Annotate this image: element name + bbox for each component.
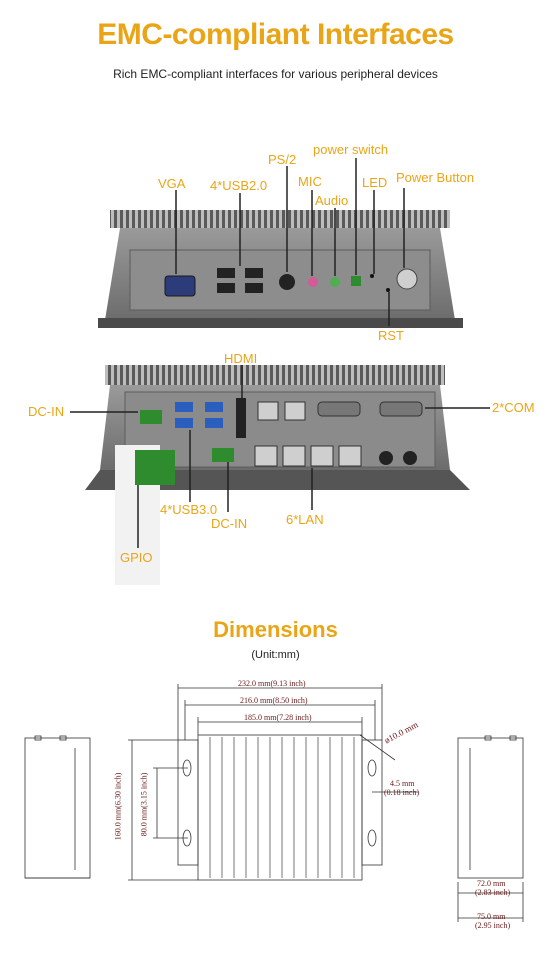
- lan-port-5: [310, 445, 334, 467]
- dim-height: 160.0 mm(6.30 inch): [113, 772, 123, 841]
- dimensions-unit: (Unit:mm): [251, 649, 300, 661]
- label-power-button: Power Button: [396, 170, 475, 185]
- power-switch-connector: [351, 276, 361, 286]
- dimensions-title: Dimensions: [213, 617, 338, 642]
- label-vga: VGA: [158, 176, 186, 191]
- label-usb2: 4*USB2.0: [210, 178, 268, 193]
- dim-depth-inner-in: (2.83 inch): [475, 888, 511, 897]
- label-6lan: 6*LAN: [286, 512, 324, 527]
- label-mic: MIC: [298, 174, 322, 189]
- dim-hole-spacing: 80.0 mm(3.15 inch): [139, 772, 149, 837]
- front-base: [98, 318, 463, 328]
- vga-port: [164, 275, 196, 297]
- antenna-hole-2: [403, 451, 417, 465]
- lan-port-6: [338, 445, 362, 467]
- usb3-port-3: [205, 402, 223, 412]
- dim-ear-gap-mm: 4.5 mm: [390, 779, 415, 788]
- ps2-port: [279, 274, 295, 290]
- dim-width-mid: 216.0 mm(8.50 inch): [240, 696, 308, 705]
- page-subtitle: Rich EMC-compliant interfaces for variou…: [113, 67, 438, 81]
- lan-port-3: [254, 445, 278, 467]
- dim-width-body: 185.0 mm(7.28 inch): [244, 713, 312, 722]
- lan-port-1: [257, 401, 279, 421]
- label-usb3: 4*USB3.0: [160, 502, 218, 517]
- usb2-port-4: [245, 283, 263, 293]
- led-indicator: [370, 274, 374, 278]
- dc-in-terminal-top: [140, 410, 162, 424]
- dim-width-total: 232.0 mm(9.13 inch): [238, 679, 306, 688]
- rear-heatsink-fins: [105, 365, 445, 385]
- page-title: EMC-compliant Interfaces: [97, 18, 454, 51]
- power-button: [396, 268, 418, 290]
- dim-depth-outer-in: (2.95 inch): [475, 921, 511, 930]
- leader-lines: [70, 158, 490, 548]
- mic-jack: [308, 277, 318, 287]
- usb3-port-1: [175, 402, 193, 412]
- antenna-hole-1: [379, 451, 393, 465]
- front-unit: [98, 210, 463, 328]
- label-dc-in-bottom: DC-IN: [211, 516, 248, 531]
- dim-hole-diameter: ø10.0 mm: [382, 719, 420, 746]
- usb2-port-3: [245, 268, 263, 278]
- dim-depth-inner-mm: 72.0 mm: [477, 879, 506, 888]
- body-fins: [209, 737, 355, 878]
- dc-in-terminal-bottom: [212, 448, 234, 462]
- mount-ear-left: [177, 739, 199, 866]
- device-illustration: [70, 158, 490, 585]
- side-view-right: [457, 737, 524, 879]
- rear-base: [85, 470, 470, 490]
- chassis-body: [197, 734, 363, 881]
- label-gpio: GPIO: [120, 550, 153, 565]
- rst-hole: [386, 288, 390, 292]
- usb2-port-2: [217, 283, 235, 293]
- mounting-holes: [182, 759, 377, 847]
- com-port-2: [379, 401, 423, 417]
- label-ps2: PS/2: [268, 152, 297, 167]
- label-audio: Audio: [315, 193, 349, 208]
- side-view-left: [24, 737, 91, 879]
- usb2-port-1: [217, 268, 235, 278]
- gpio-terminal: [135, 450, 175, 485]
- lan-port-4: [282, 445, 306, 467]
- usb3-port-2: [175, 418, 193, 428]
- front-heatsink-fins: [110, 210, 450, 228]
- label-power-switch: power switch: [313, 142, 389, 157]
- dim-depth-outer-mm: 75.0 mm: [477, 912, 506, 921]
- com-port-1: [317, 401, 361, 417]
- label-led: LED: [362, 175, 388, 190]
- rear-unit: [85, 365, 470, 585]
- usb3-port-4: [205, 418, 223, 428]
- lan-port-2: [284, 401, 306, 421]
- label-rst: RST: [378, 328, 404, 343]
- dim-ear-gap-in: (0.18 inch): [384, 788, 420, 797]
- audio-jack: [330, 277, 340, 287]
- mount-ear-right: [361, 739, 383, 866]
- label-dc-in-top: DC-IN: [28, 404, 65, 419]
- label-2com: 2*COM: [492, 400, 535, 415]
- label-hdmi: HDMI: [224, 351, 258, 366]
- hdmi-port: [236, 398, 246, 438]
